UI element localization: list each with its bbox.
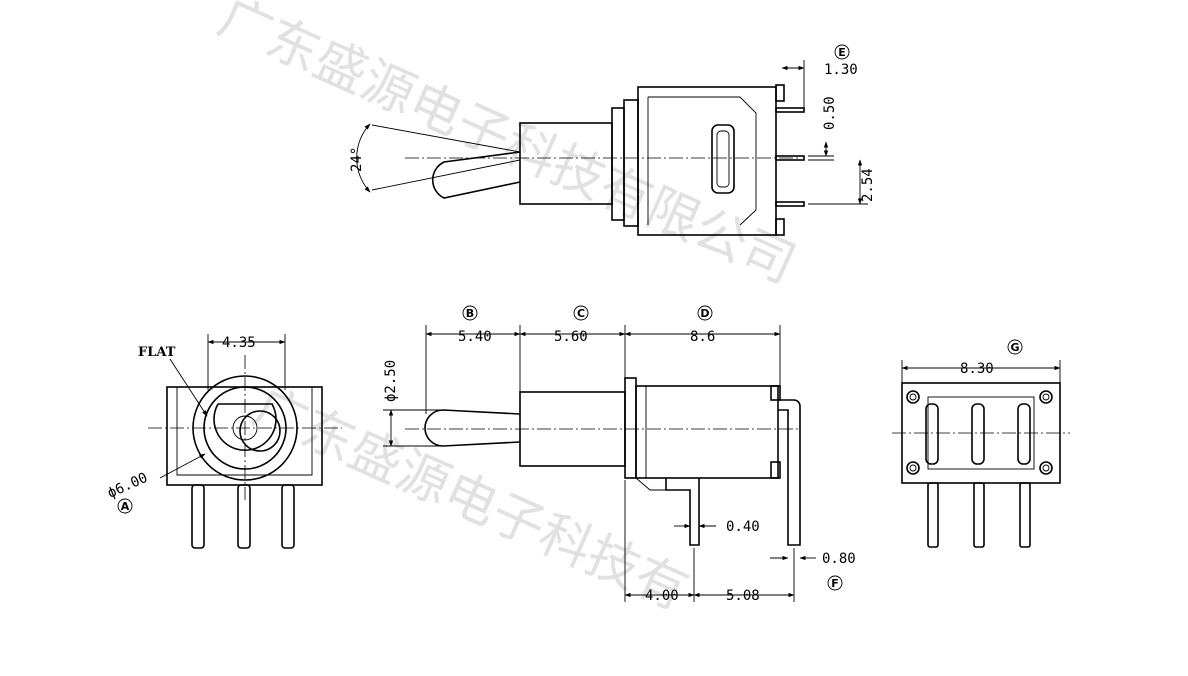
slot-top-inner	[716, 130, 730, 188]
tab-side-lower	[770, 461, 781, 479]
tab-side-upper	[770, 385, 781, 401]
angle-arc	[356, 123, 371, 193]
callout-g-circle	[1007, 339, 1023, 355]
dim-4-00-label: 4.00	[645, 588, 679, 604]
hole-rear-tr	[1039, 390, 1053, 404]
dim-2-54-label: 2.54	[860, 168, 876, 202]
body-top-bevel	[648, 96, 757, 226]
watermark-text: 广东盛源电子科技有限公司	[210, 0, 804, 296]
tab-top-upper	[775, 84, 785, 102]
callout-f-label: F	[831, 577, 839, 590]
angle-label: 24°	[349, 147, 365, 172]
slot-rear-3	[1017, 403, 1031, 465]
dim-5-60-label: 5.60	[554, 329, 588, 345]
flat-label: FLAT	[138, 345, 176, 360]
pin-rear-1	[927, 482, 939, 548]
callout-a-label: A	[121, 500, 130, 513]
dim-0-80-label: 0.80	[822, 551, 856, 567]
dim-8-30-label: 8.30	[960, 361, 994, 377]
pin-top-1	[775, 107, 805, 113]
slot-top	[711, 124, 735, 194]
lever-end	[239, 410, 281, 452]
hole-rear-bl	[906, 461, 920, 475]
callout-c-circle	[573, 305, 589, 321]
dim-5-08-label: 5.08	[726, 588, 760, 604]
callout-b-circle	[462, 305, 478, 321]
rear-view: 8.30 G	[892, 339, 1070, 548]
tab-top-lower	[775, 218, 785, 236]
flat-leader	[169, 358, 208, 417]
terminal-bent	[778, 399, 801, 546]
side-view: 5.40 5.60 8.6 B C D ϕ2.50 0.40 0.80 F 4.…	[383, 305, 856, 604]
watermark-text-second-line: 广东盛源电子科技有	[245, 377, 697, 622]
pin-front-1	[191, 484, 205, 549]
callout-e-label: E	[838, 46, 846, 59]
hole-rear-tl-inner	[909, 393, 917, 401]
terminal-middle	[665, 478, 700, 546]
callout-d-label: D	[700, 307, 709, 320]
hole-rear-tl	[906, 390, 920, 404]
pin-rear-2	[973, 482, 985, 548]
callout-f-circle	[827, 575, 843, 591]
pin-front-3	[281, 484, 295, 549]
hole-rear-bl-inner	[909, 464, 917, 472]
dia-6-00-label: ϕ6.00	[105, 470, 150, 502]
body-top	[637, 86, 777, 236]
pin-top-3	[775, 201, 805, 207]
dim-0-40-label: 0.40	[726, 519, 760, 535]
hole-rear-tr-inner	[1042, 393, 1050, 401]
terminal-middle-bend	[635, 477, 666, 491]
body-front-inner	[176, 387, 313, 476]
callout-d-circle	[697, 305, 713, 321]
dim-8-6-label: 8.6	[690, 329, 715, 345]
dia-6-00-leader	[159, 453, 206, 479]
flange-side	[624, 377, 637, 479]
pin-front-2	[237, 484, 251, 549]
angle-line-upper	[371, 124, 521, 153]
hole-rear-br-inner	[1042, 464, 1050, 472]
callout-e-circle	[834, 44, 850, 60]
hole-rear-br	[1039, 461, 1053, 475]
callout-c-label: C	[577, 307, 585, 320]
callout-b-label: B	[466, 307, 474, 320]
dia-2-50-label: ϕ2.50	[383, 360, 399, 402]
angle-line-lower	[371, 159, 521, 191]
callout-g-label: G	[1010, 341, 1019, 354]
dim-0-50-label: 0.50	[822, 96, 838, 130]
dim-4-35-label: 4.35	[222, 335, 256, 351]
pin-rear-3	[1019, 482, 1031, 548]
callout-a-circle	[117, 498, 133, 514]
lever-top	[431, 151, 521, 199]
dim-5-40-label: 5.40	[458, 329, 492, 345]
lever-side	[424, 409, 521, 447]
body-side	[635, 385, 779, 479]
dim-1-30-label: 1.30	[824, 62, 858, 78]
slot-rear-1	[925, 403, 939, 465]
slot-rear-2	[971, 403, 985, 465]
top-view: 24° 1.30 E 0.50 2.54	[349, 44, 876, 236]
watermark: 广东盛源电子科技有限公司 广东盛源电子科技有	[210, 0, 804, 622]
